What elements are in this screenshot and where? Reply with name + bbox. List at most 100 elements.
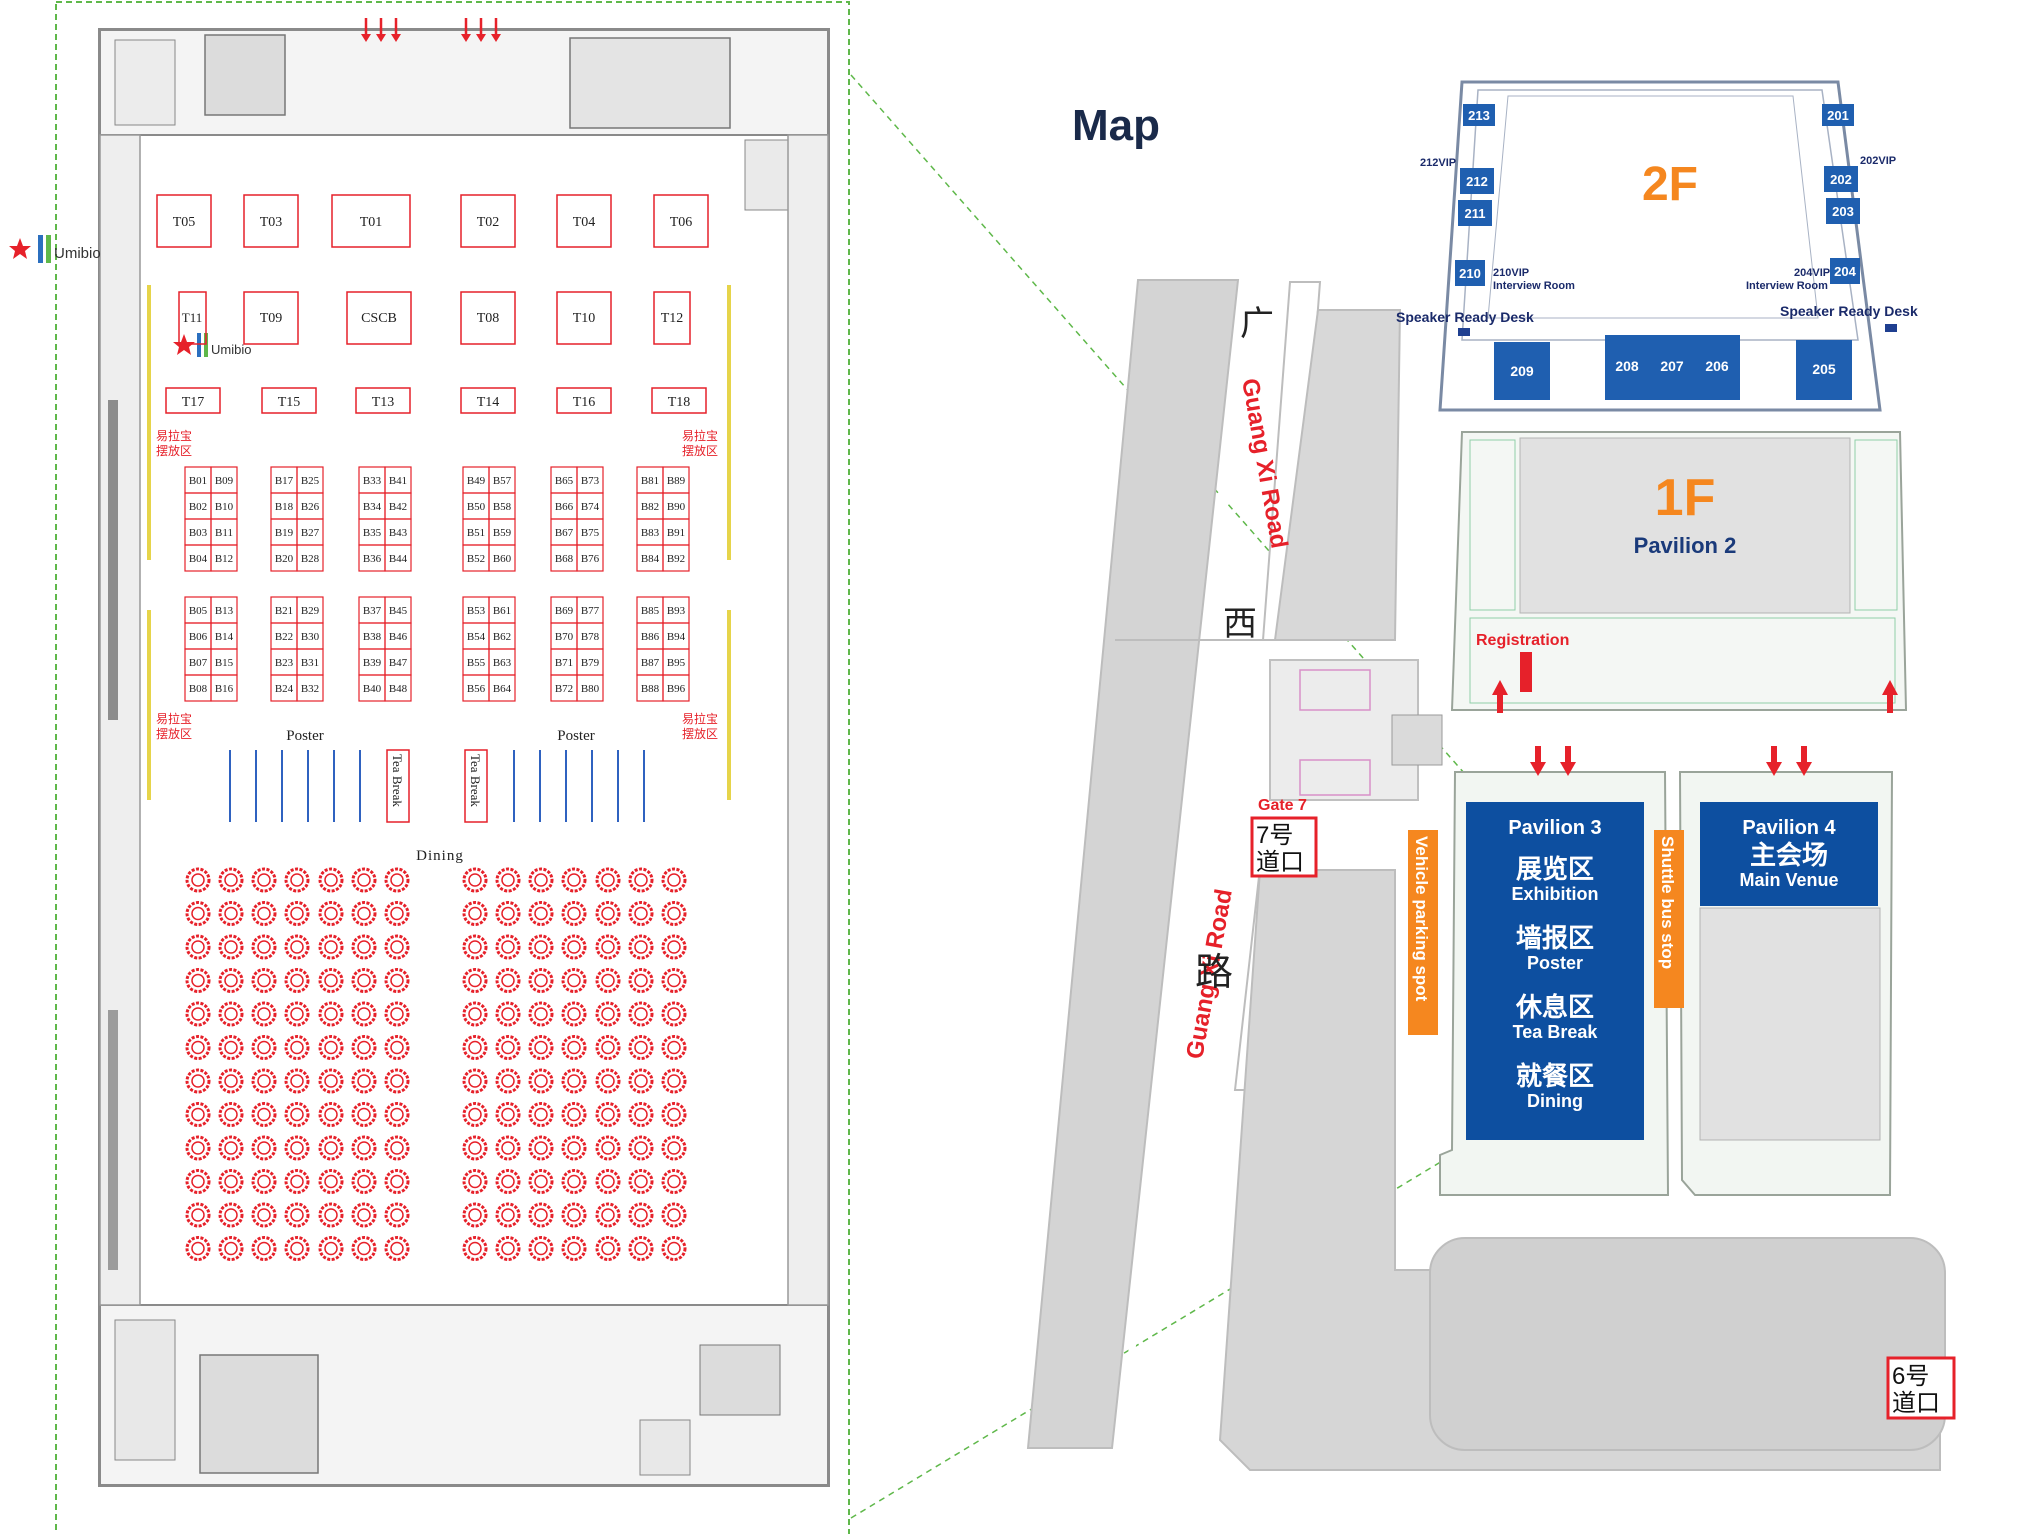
dining-table — [528, 1202, 554, 1228]
zone-cn: 就餐区 — [1516, 1061, 1594, 1091]
dining-table-top — [191, 1241, 205, 1256]
dining-table — [384, 1202, 410, 1228]
dining-table — [384, 1035, 410, 1060]
dining-table-top — [357, 1007, 371, 1021]
dining-table — [661, 901, 687, 926]
room-label: 209 — [1510, 363, 1534, 379]
shuttle-bus-label: Shuttle bus stop — [1658, 836, 1677, 969]
block-north — [1273, 309, 1402, 641]
dining-table-top — [257, 1074, 271, 1088]
dining-table — [462, 867, 488, 893]
dining-table-top — [501, 1074, 515, 1088]
table-label: T16 — [573, 395, 596, 410]
dining-table-top — [324, 1141, 338, 1155]
dining-table-top — [468, 940, 482, 954]
dining-table-top — [667, 873, 681, 887]
dining-table-top — [390, 1107, 404, 1122]
pavilion-4-box — [1700, 802, 1878, 906]
booth-label: B42 — [389, 501, 407, 513]
dining-table-top — [601, 1174, 615, 1189]
booth-label: B76 — [581, 553, 600, 565]
brand-label: Umibio — [211, 342, 251, 357]
dining-table — [495, 1169, 521, 1194]
booth-label: B09 — [215, 475, 234, 487]
dining-table-top — [567, 1241, 581, 1256]
dining-table-top — [257, 940, 271, 954]
booth-label: B60 — [493, 553, 512, 565]
booth-label: B17 — [275, 475, 294, 487]
dining-table — [661, 1169, 687, 1194]
side-label: 易拉宝 — [156, 711, 192, 726]
dining-table-top — [224, 1007, 238, 1021]
booth-cell — [576, 544, 604, 572]
dining-table-top — [290, 973, 304, 988]
booth-label: B02 — [189, 501, 207, 513]
dining-table-top — [468, 873, 482, 887]
dining-table-top — [191, 1141, 205, 1155]
dining-table-top — [567, 906, 581, 921]
dining-table — [628, 1135, 654, 1161]
dining-table-top — [601, 1040, 615, 1055]
vip-label: 202VIP — [1860, 155, 1896, 167]
booth-label: B30 — [301, 631, 320, 643]
booth-label: B78 — [581, 631, 600, 643]
booth-label: B47 — [389, 657, 408, 669]
booth-label: B66 — [555, 501, 574, 513]
dining-table-top — [567, 1174, 581, 1189]
dining-table-top — [257, 1107, 271, 1122]
dining-table-top — [468, 1040, 482, 1055]
dining-table-top — [290, 1074, 304, 1088]
dining-table-top — [224, 1241, 238, 1256]
booth-label: B89 — [667, 475, 686, 487]
dining-table — [185, 1236, 211, 1261]
dining-table-top — [534, 1040, 548, 1055]
top-tables: T05 T03 T01 T02 T04 T06 — [156, 194, 709, 248]
dining-table-top — [191, 1208, 205, 1222]
room-label: 208 — [1615, 358, 1639, 374]
dining-table-top — [534, 1107, 548, 1122]
dining-table-top — [390, 1174, 404, 1189]
dining-table — [495, 1035, 521, 1060]
dining-table-top — [224, 1040, 238, 1055]
dining-table-top — [534, 940, 548, 954]
booth-label: B32 — [301, 683, 319, 695]
vehicle-parking-bar — [1408, 830, 1438, 1035]
dining-table — [185, 1102, 211, 1127]
dining-table-top — [634, 940, 648, 954]
dining-table-top — [501, 1208, 515, 1222]
dining-table — [561, 1001, 587, 1027]
dining-table — [495, 1068, 521, 1094]
dining-table — [251, 1035, 277, 1060]
row3-tables: T17 T15 T13 T14 T16 T18 — [165, 387, 707, 414]
tea-break-label: Tea Break — [468, 754, 483, 807]
pavilion-2-label: Pavilion 2 — [1634, 533, 1737, 558]
dining-table — [628, 1035, 654, 1060]
interview-room-label: Interview Room — [1493, 280, 1575, 292]
dining-table-top — [324, 1007, 338, 1021]
entrance-arrow-up — [1492, 680, 1508, 713]
booth-label: B29 — [301, 605, 320, 617]
dining-table — [284, 867, 310, 893]
booth-label: B93 — [667, 605, 686, 617]
dining-table — [351, 1135, 377, 1161]
dining-table-top — [634, 1208, 648, 1222]
dining-table — [218, 1001, 244, 1027]
dining-table-top — [634, 906, 648, 921]
dining-table — [628, 934, 654, 960]
booth-label: B68 — [555, 553, 574, 565]
dining-table — [284, 1001, 310, 1027]
dining-table-top — [191, 973, 205, 988]
dining-table-top — [501, 973, 515, 988]
table-label: T18 — [668, 395, 691, 410]
dining-table — [218, 1068, 244, 1094]
dining-table-top — [534, 973, 548, 988]
room-label: 201 — [1827, 108, 1849, 123]
booth-label: B79 — [581, 657, 600, 669]
booth-label: B41 — [389, 475, 407, 487]
booth-label: B82 — [641, 501, 659, 513]
booth-label: B08 — [189, 683, 208, 695]
dining-table — [528, 934, 554, 960]
dining-table-top — [357, 1040, 371, 1055]
dining-table — [218, 1102, 244, 1127]
